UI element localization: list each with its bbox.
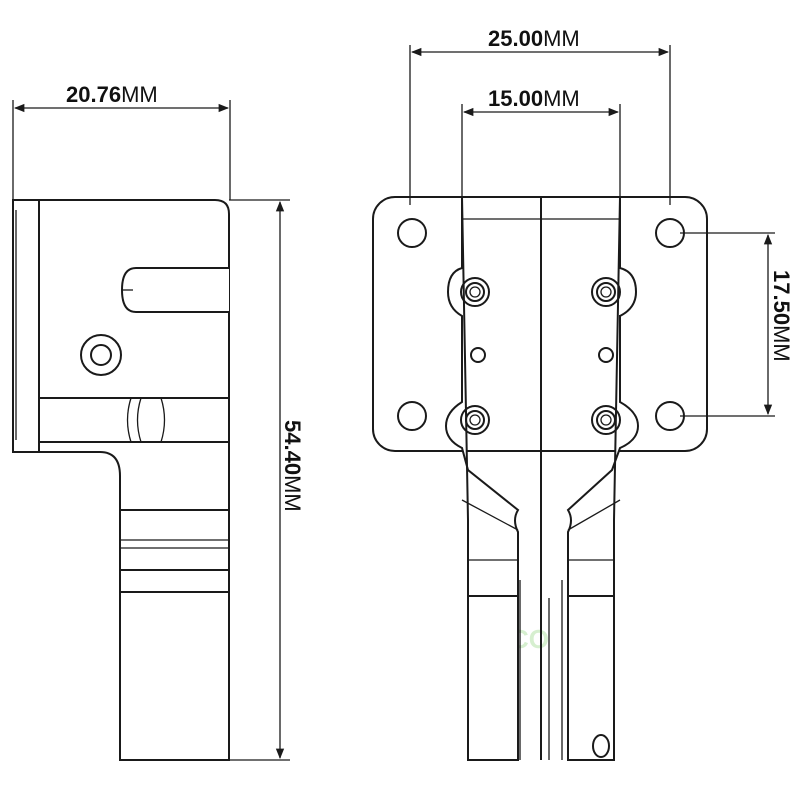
mounting-hole-bottom-left — [397, 401, 427, 431]
left-arm — [444, 196, 520, 761]
screw-top-right — [591, 277, 621, 307]
small-hole-right — [598, 347, 614, 363]
pin-hole — [592, 734, 610, 758]
mounting-hole-top-left — [397, 218, 427, 248]
screw-top-left — [460, 277, 490, 307]
screw-bottom-left — [460, 405, 490, 435]
mounting-hole-top-right — [655, 218, 685, 248]
side-screw-hole — [80, 334, 122, 376]
screw-bottom-right — [591, 405, 621, 435]
right-arm — [566, 196, 640, 761]
side-body-outline — [12, 199, 230, 761]
dimension-label-vertical: 17.50MM — [769, 270, 794, 362]
dimension-label-outer: 25.00MM — [488, 26, 580, 51]
front-view: 25.00MM 15.00MM — [372, 26, 794, 761]
side-plate — [12, 199, 40, 453]
dimension-label-height: 54.40MM — [280, 420, 305, 512]
small-hole-left — [470, 347, 486, 363]
dimension-label-inner: 15.00MM — [488, 86, 580, 111]
side-slot — [120, 267, 229, 313]
side-view: 20.76MM 54.40MM — [12, 82, 305, 761]
dimension-label-width: 20.76MM — [66, 82, 158, 107]
mounting-hole-bottom-right — [655, 401, 685, 431]
